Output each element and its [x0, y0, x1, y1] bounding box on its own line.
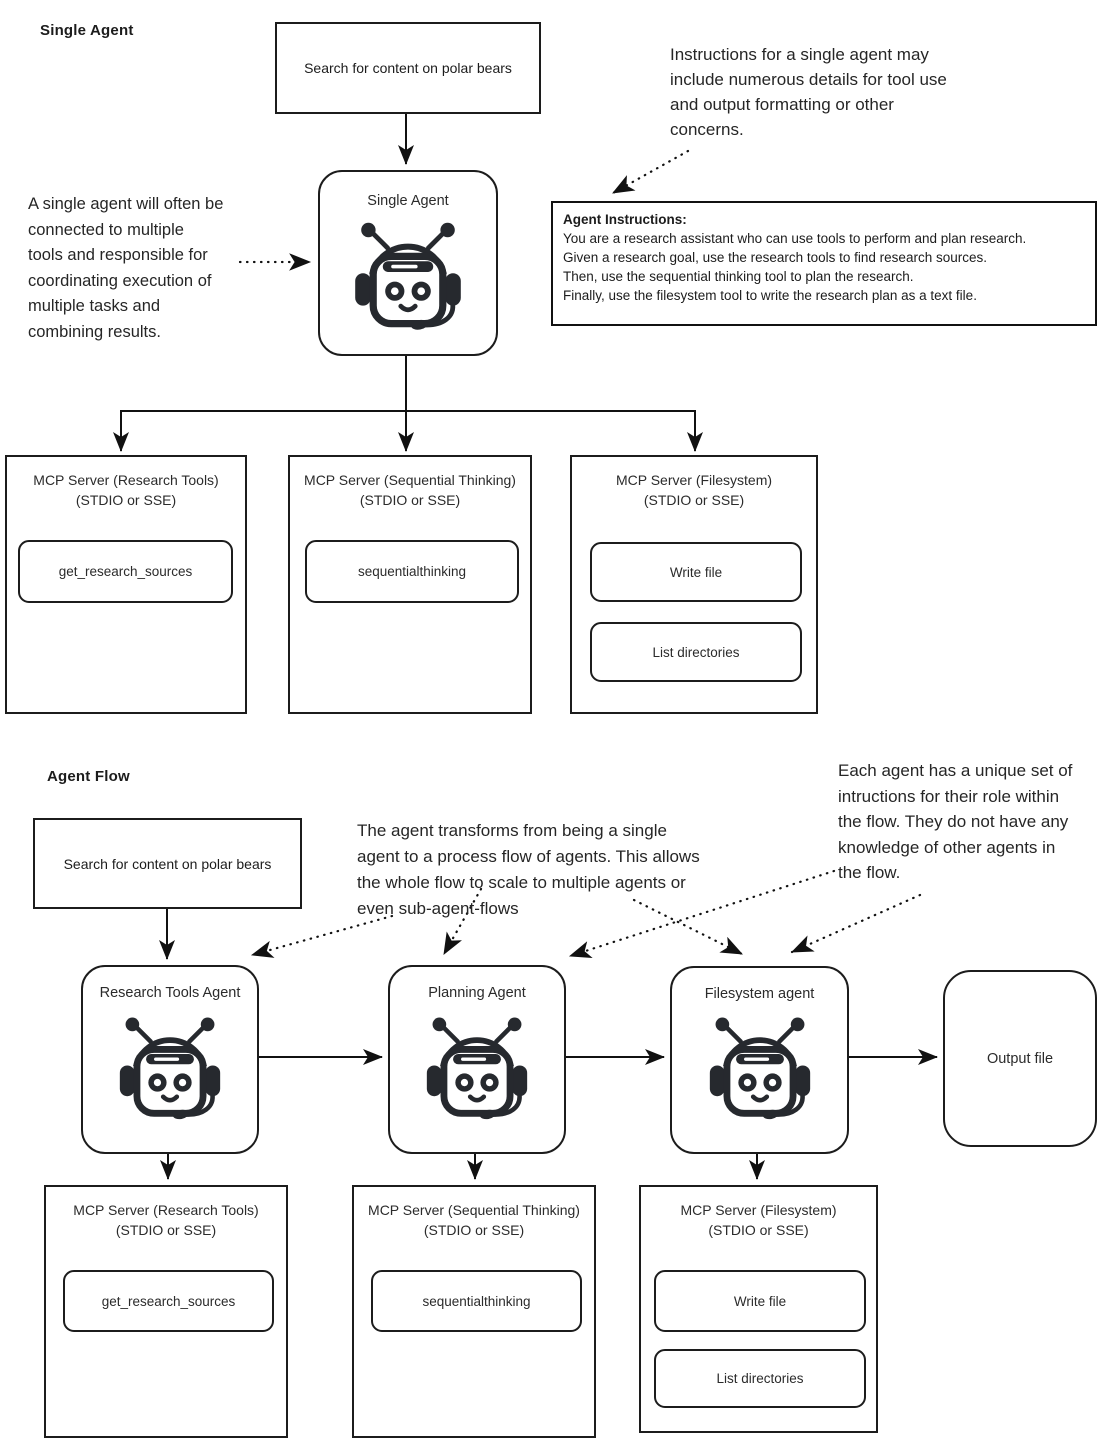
- agent-instructions-line: Then, use the sequential thinking tool t…: [563, 269, 914, 284]
- task-label: Search for content on polar bears: [63, 855, 272, 872]
- note-line: The agent transforms from being a single: [357, 821, 667, 840]
- server-title: MCP Server (Research Tools): [33, 472, 219, 488]
- note-line: intructions for their role within: [838, 786, 1060, 806]
- note-line: tools and responsible for: [28, 246, 208, 264]
- instructions-note: Instructions for a single agent may incl…: [670, 42, 1040, 142]
- server-subtitle: (STDIO or SSE): [115, 1222, 217, 1238]
- server-title: MCP Server (Sequential Thinking): [368, 1202, 580, 1218]
- mcp-server-sequential-thinking-flow: MCP Server (Sequential Thinking) (STDIO …: [352, 1185, 596, 1438]
- agent-card-label: Planning Agent: [428, 985, 526, 1001]
- tool-label: get_research_sources: [101, 1293, 236, 1309]
- agent-card-label: Filesystem agent: [704, 986, 815, 1002]
- mcp-server-research-tools-flow: MCP Server (Research Tools) (STDIO or SS…: [44, 1185, 288, 1438]
- robot-icon: [420, 1013, 534, 1127]
- tool-label: Write file: [669, 564, 723, 580]
- note-line: the whole flow to scale to multiple agen…: [357, 873, 686, 892]
- agent-flow-section-title: Agent Flow: [47, 768, 130, 785]
- tool-label: sequentialthinking: [422, 1293, 531, 1309]
- mcp-server-filesystem: MCP Server (Filesystem) (STDIO or SSE) W…: [570, 455, 818, 714]
- task-box-flow: Search for content on polar bears: [33, 818, 302, 909]
- transform-note: The agent transforms from being a single…: [357, 818, 742, 922]
- planning-agent-card: Planning Agent: [388, 965, 566, 1154]
- note-line: the flow.: [838, 863, 901, 882]
- tool-write-file: Write file: [654, 1270, 866, 1332]
- note-line: Instructions for a single agent may: [670, 45, 929, 64]
- note-line: concerns.: [670, 120, 744, 139]
- robot-icon: [113, 1013, 227, 1127]
- tool-sequentialthinking: sequentialthinking: [305, 540, 519, 603]
- server-title: MCP Server (Filesystem): [615, 472, 773, 488]
- tool-write-file: Write file: [590, 542, 802, 602]
- agent-instructions-box: Agent Instructions: You are a research a…: [551, 201, 1097, 326]
- single-agent-section-title: Single Agent: [40, 22, 134, 39]
- task-box-single: Search for content on polar bears: [275, 22, 541, 114]
- server-subtitle: (STDIO or SSE): [423, 1222, 525, 1238]
- server-title: MCP Server (Research Tools): [73, 1202, 259, 1218]
- output-file-label: Output file: [986, 1050, 1054, 1067]
- robot-icon: [348, 218, 468, 338]
- agent-card-label: Single Agent: [367, 193, 449, 209]
- note-line: the flow. They do not have any: [838, 812, 1069, 831]
- filesystem-agent-card: Filesystem agent: [670, 966, 849, 1154]
- task-label: Search for content on polar bears: [304, 60, 512, 76]
- mcp-server-sequential-thinking: MCP Server (Sequential Thinking) (STDIO …: [288, 455, 532, 714]
- tool-label: get_research_sources: [58, 564, 193, 579]
- note-line: even sub-agent-flows: [357, 899, 519, 918]
- tool-get-research-sources: get_research_sources: [18, 540, 233, 603]
- tool-label: List directories: [716, 1371, 804, 1386]
- research-tools-agent-card: Research Tools Agent: [81, 965, 259, 1154]
- agent-card-label: Research Tools Agent: [99, 985, 241, 1001]
- tool-label: Write file: [733, 1293, 787, 1309]
- agent-instructions-title: Agent Instructions:: [563, 212, 687, 227]
- mcp-server-filesystem-flow: MCP Server (Filesystem) (STDIO or SSE) W…: [639, 1185, 878, 1433]
- note-line: Each agent has a unique set of: [838, 761, 1073, 780]
- tool-label: sequentialthinking: [357, 564, 467, 579]
- server-subtitle: (STDIO or SSE): [643, 492, 745, 508]
- note-line: combining results.: [28, 322, 161, 341]
- output-file-box: Output file: [943, 970, 1097, 1147]
- server-subtitle: (STDIO or SSE): [708, 1222, 809, 1238]
- single-agent-left-note: A single agent will often be connected t…: [28, 192, 268, 345]
- single-agent-card: Single Agent: [318, 170, 498, 356]
- note-line: agent to a process flow of agents. This …: [357, 847, 700, 866]
- agent-instructions-line: You are a research assistant who can use…: [563, 231, 1027, 246]
- note-line: knowledge of other agents in: [838, 837, 1056, 857]
- mcp-server-research-tools: MCP Server (Research Tools) (STDIO or SS…: [5, 455, 247, 714]
- tool-list-directories: List directories: [590, 622, 802, 682]
- note-line: connected to multiple: [28, 220, 184, 239]
- agent-instructions-line: Finally, use the filesystem tool to writ…: [563, 288, 977, 303]
- server-subtitle: (STDIO or SSE): [75, 492, 177, 508]
- unique-instructions-note: Each agent has a unique set of intructio…: [838, 758, 1098, 886]
- note-line: A single agent will often be: [28, 195, 224, 213]
- tool-label: List directories: [652, 644, 740, 660]
- note-line: coordinating execution of: [28, 271, 212, 290]
- robot-icon: [703, 1013, 817, 1127]
- tool-list-directories: List directories: [654, 1349, 866, 1408]
- note-line: and output formatting or other: [670, 95, 894, 114]
- note-line: multiple tasks and: [28, 297, 161, 315]
- note-line: include numerous details for tool use: [670, 70, 947, 89]
- server-title: MCP Server (Sequential Thinking): [304, 472, 516, 488]
- tool-sequentialthinking: sequentialthinking: [371, 1270, 582, 1332]
- agent-instructions-line: Given a research goal, use the research …: [563, 250, 987, 265]
- server-subtitle: (STDIO or SSE): [359, 492, 461, 508]
- server-title: MCP Server (Filesystem): [680, 1202, 837, 1218]
- tool-get-research-sources: get_research_sources: [63, 1270, 274, 1332]
